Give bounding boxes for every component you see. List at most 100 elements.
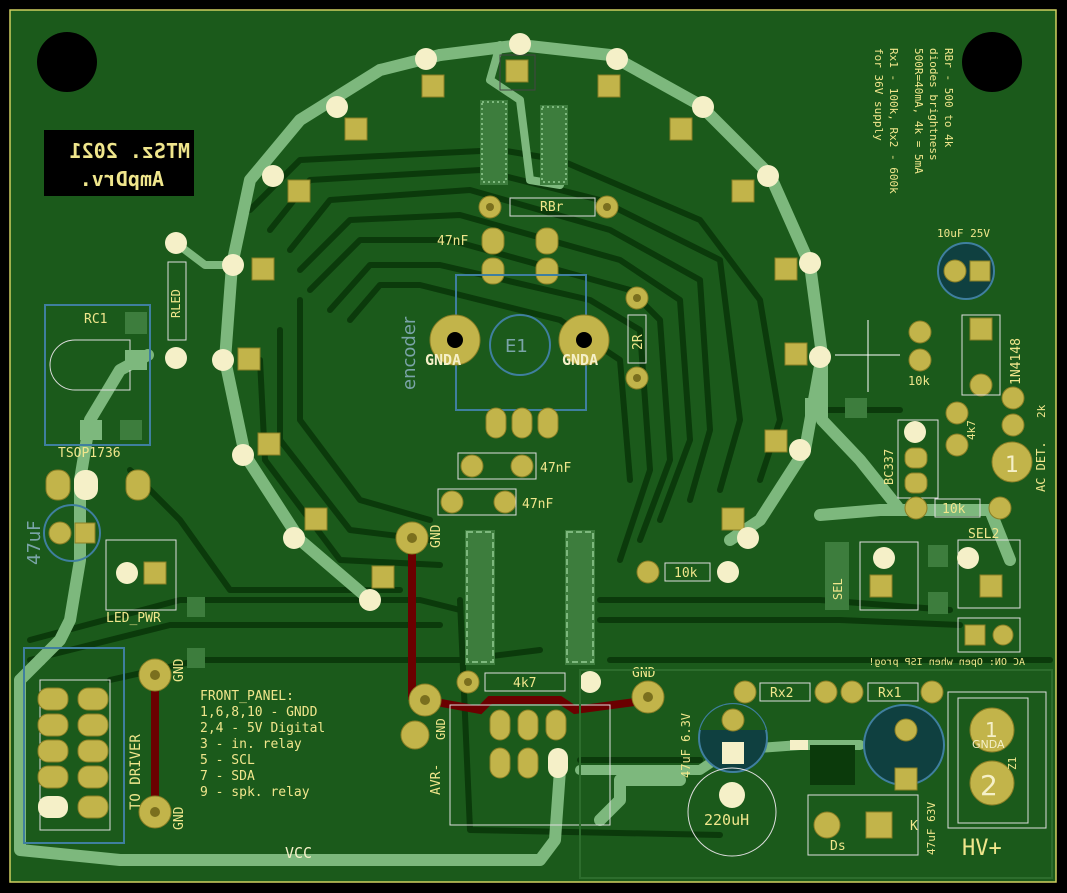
fp-line2: 2,4 - 5V Digital [200, 721, 325, 736]
label-bc337: BC337 [882, 449, 896, 485]
cursor-crosshair [835, 320, 900, 392]
label-47nf-top: 47nF [437, 234, 468, 249]
smd-pad-ring [805, 398, 827, 418]
design-notes: RBr - 500 to 4k diodes brightness 500R=4… [872, 48, 955, 194]
fp-line5: 7 - SDA [200, 769, 255, 784]
fp-line3: 3 - in. relay [200, 737, 302, 752]
led-13 [764, 429, 811, 461]
capacitor-47uf-63v-b: 47uF 63V [863, 704, 945, 855]
label-led-pwr: LED_PWR [106, 611, 161, 626]
label-220uh: 220uH [704, 811, 749, 829]
encoder-e1: E1 GNDA GNDA encoder [399, 274, 610, 439]
mcu-soic [465, 530, 595, 665]
capacitor-47uf-left: 47uF [24, 504, 101, 565]
power-section: Rx2 Rx1 47uF 6.3V 220uH 47uF 63V [579, 669, 1053, 879]
label-tsop: TSOP1736 [58, 446, 121, 461]
led-4 [326, 96, 368, 141]
label-vcc: VCC [285, 844, 312, 862]
label-ds: Ds [830, 839, 846, 854]
led-3 [597, 48, 628, 98]
resistor-2r: 2R [625, 286, 649, 390]
label-rled: RLED [169, 289, 183, 318]
label-e1: E1 [505, 336, 528, 357]
transistor-bc337: BC337 [882, 419, 939, 499]
diode-1n4148: 1N4148 [961, 314, 1024, 397]
relay-sel2: SEL2 [957, 527, 1021, 609]
label-gnda-left: GNDA [425, 351, 461, 369]
resistor-rbr: RBr [478, 195, 619, 219]
resistor-rx2: Rx2 [733, 680, 838, 704]
hv-pin2: 2 [980, 769, 998, 802]
note-line4: Rx1 - 100k, Rx2 - 600k [887, 48, 900, 194]
back-copper-traces [151, 538, 651, 812]
label-2r: 2R [631, 334, 646, 350]
label-gnda-right: GNDA [562, 351, 598, 369]
led-9 [774, 252, 821, 281]
led-ring [212, 33, 831, 611]
label-1n4148: 1N4148 [1009, 338, 1024, 385]
inductor-220uh: 220uH [687, 767, 777, 857]
tsop-receiver: RC1 TSOP1736 [44, 304, 151, 501]
jumper-ac-on: AC ON: Open when ISP prog! [868, 617, 1025, 668]
label-gnd-c: GND [632, 666, 656, 681]
led-6 [262, 165, 311, 203]
label-rx1: Rx1 [878, 686, 901, 701]
led-15 [721, 507, 759, 549]
led-2 [415, 48, 445, 98]
label-k: K [910, 819, 918, 834]
label-acdet-pin: 1 [1005, 453, 1019, 478]
label-z1: Z1 [1006, 757, 1019, 770]
led-12 [232, 432, 281, 466]
inner-traces [27, 147, 1053, 838]
resistor-2k: 2k [1001, 386, 1048, 437]
regulator-smd [810, 745, 855, 785]
label-10uf: 10uF 25V [937, 227, 990, 240]
label-47uf-63v-b: 47uF 63V [925, 802, 938, 855]
label-rc1: RC1 [84, 312, 107, 327]
resistor-4k7-v: 4k7 [945, 401, 978, 457]
label-47nf-mid: 47nF [540, 461, 571, 476]
rled-resistor: RLED [165, 232, 187, 369]
fp-line1: 1,6,8,10 - GNDD [200, 705, 318, 720]
capacitor-47uf-63v-a: 47uF 6.3V [679, 703, 768, 778]
capacitor-47nf-top: 47nF [437, 227, 559, 285]
fp-title: FRONT_PANEL: [200, 689, 294, 704]
label-47nf-low: 47nF [522, 497, 553, 512]
led-1 [499, 33, 536, 91]
label-47uf-63v: 47uF 6.3V [679, 713, 693, 778]
resistor-4k7: 4k7 [456, 670, 601, 694]
note-line1: RBr - 500 to 4k [942, 48, 955, 148]
diode-ds: Ds K [807, 794, 919, 856]
smd-pad-ring-b [845, 398, 867, 418]
label-rx2: Rx2 [770, 686, 793, 701]
top-fpc-pads [480, 100, 568, 185]
led-power: LED_PWR [105, 539, 205, 668]
led-7 [731, 165, 779, 203]
capacitor-10uf: 10uF 25V [937, 227, 995, 300]
label-10k-b: 10k [942, 502, 966, 517]
label-10k-a: 10k [908, 374, 930, 388]
ac-detect-pad: 1 AC DET. [991, 441, 1048, 492]
resistor-10k-c: 10k [636, 560, 739, 584]
led-5 [669, 96, 714, 141]
capacitor-47nf-low: 47nF [437, 488, 553, 516]
led-10 [212, 347, 261, 371]
label-acdet: AC DET. [1034, 441, 1048, 492]
mounting-hole-top-left [37, 32, 97, 92]
title-block: MTSz. 2021 AmpDrv. [44, 130, 194, 196]
fp-line6: 9 - spk. relay [200, 785, 310, 800]
led-16 [359, 565, 395, 611]
led-11 [784, 342, 831, 368]
hv-pin1: 1 [985, 718, 998, 742]
label-ac-on: AC ON: Open when ISP prog! [868, 657, 1025, 668]
front-panel-notes: FRONT_PANEL: 1,6,8,10 - GNDD 2,4 - 5V Di… [200, 689, 325, 800]
label-encoder: encoder [399, 316, 420, 390]
capacitor-47nf-mid: 47nF [457, 452, 571, 480]
title-line2: AmpDrv. [80, 167, 164, 191]
label-gnd-b: GND [434, 718, 448, 740]
label-gnd-d: GND [172, 658, 187, 682]
note-line3: 500R=40mA, 4k = 5mA [912, 48, 925, 174]
label-10k-c: 10k [674, 566, 698, 581]
note-line2: diodes brightness [927, 48, 940, 161]
front-panel-connector: TO DRIVER [23, 647, 144, 844]
